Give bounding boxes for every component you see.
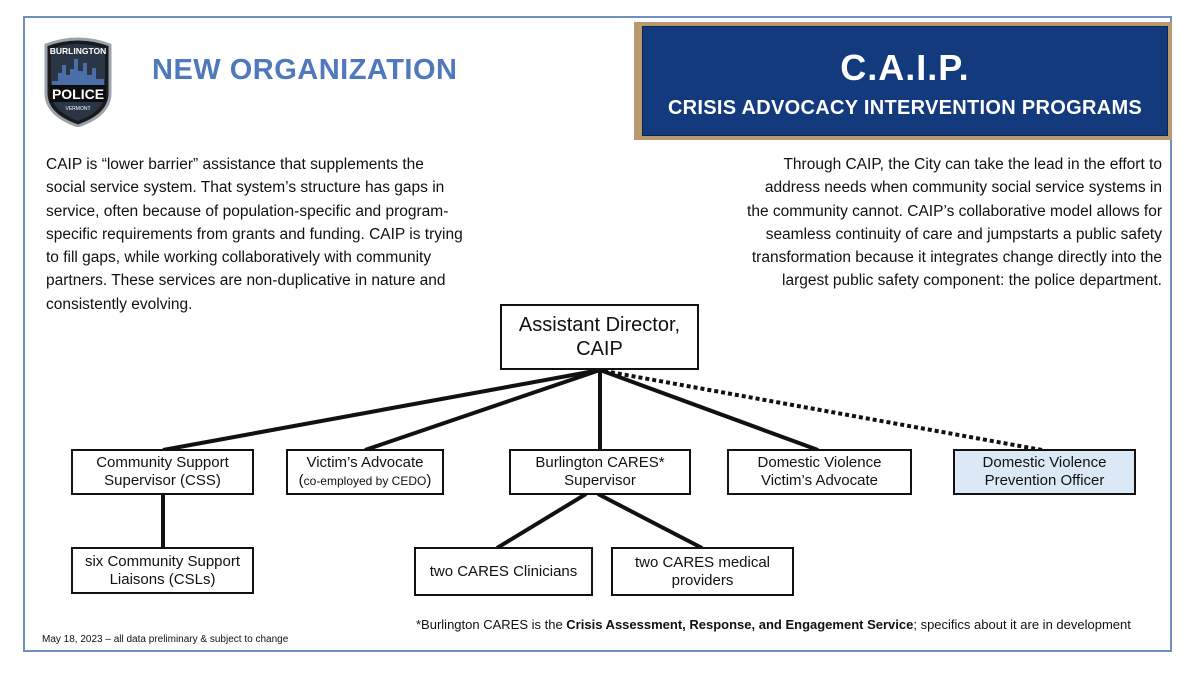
org-box-cares-supervisor: Burlington CARES*Supervisor — [509, 449, 691, 495]
intro-paragraph-right: Through CAIP, the City can take the lead… — [747, 156, 1162, 290]
org-box-assistant-director: Assistant Director,CAIP — [500, 304, 699, 370]
footnote-text: *Burlington CARES is the — [416, 617, 567, 632]
intro-paragraph-left: CAIP is “lower barrier” assistance that … — [46, 156, 463, 313]
org-box-label: Assistant Director, — [518, 314, 681, 336]
org-box-label: Supervisor — [564, 472, 636, 489]
connector-cares-clinicians — [495, 492, 588, 550]
org-box-label-small: co-employed by CEDO — [303, 474, 427, 488]
page-title: NEW ORGANIZATION — [152, 54, 458, 86]
org-box-cares-clinicians: two CARES Clinicians — [414, 547, 593, 596]
org-box-label: Victim’s Advocate — [306, 454, 424, 471]
date-note: May 18, 2023 – all data preliminary & su… — [42, 634, 289, 645]
org-box-label: two CARES medical — [634, 553, 771, 571]
slide-frame — [23, 16, 1172, 652]
logo-bottom-text: VERMONT — [66, 106, 91, 112]
org-box-label: six Community Support — [84, 552, 241, 570]
banner-title: C.A.I.P. — [840, 47, 970, 88]
banner-subtitle: CRISIS ADVOCACY INTERVENTION PROGRAMS — [667, 97, 1143, 119]
org-box-label: Supervisor (CSS) — [104, 472, 221, 489]
logo-top-text: BURLINGTON — [50, 46, 107, 56]
connector-root-dv-advocate — [599, 368, 819, 452]
org-box-label: two CARES Clinicians — [429, 562, 578, 580]
org-box-label: Liaisons (CSLs) — [109, 570, 216, 588]
org-box-label: ) — [426, 472, 432, 489]
burlington-police-badge-logo: BURLINGTON POLICE VERMONT — [44, 37, 112, 127]
footnote-bold-text: Crisis Assessment, Response, and Engagem… — [566, 617, 914, 632]
caip-sign: C.A.I.P. CRISIS ADVOCACY INTERVENTION PR… — [642, 26, 1168, 136]
connector-root-victims-advocate — [364, 368, 601, 452]
org-box-label: Burlington CARES* — [535, 454, 665, 471]
connector-cares-medical — [597, 492, 703, 550]
org-box-label: Domestic Violence — [982, 454, 1107, 471]
org-box-label: Domestic Violence — [757, 454, 882, 471]
org-box-label: Community Support — [96, 454, 229, 471]
org-box-victims-advocate: Victim’s Advocate(co-employed by CEDO) — [286, 449, 444, 495]
caip-banner-photo: C.A.I.P. CRISIS ADVOCACY INTERVENTION PR… — [634, 22, 1172, 140]
org-box-label: CAIP — [576, 338, 623, 360]
logo-main-text: POLICE — [52, 86, 104, 102]
cares-footnote: *Burlington CARES is the Crisis Assessme… — [416, 617, 1131, 632]
org-box-label: Prevention Officer — [984, 472, 1105, 489]
org-box-label: providers — [671, 571, 734, 589]
org-box-label: ( — [298, 472, 304, 489]
connector-root-dv-prevention-dotted — [603, 369, 1043, 452]
connector-root-css — [162, 368, 601, 452]
org-box-label: Victim’s Advocate — [760, 472, 878, 489]
footnote-text: ; specifics about it are in development — [913, 617, 1131, 632]
